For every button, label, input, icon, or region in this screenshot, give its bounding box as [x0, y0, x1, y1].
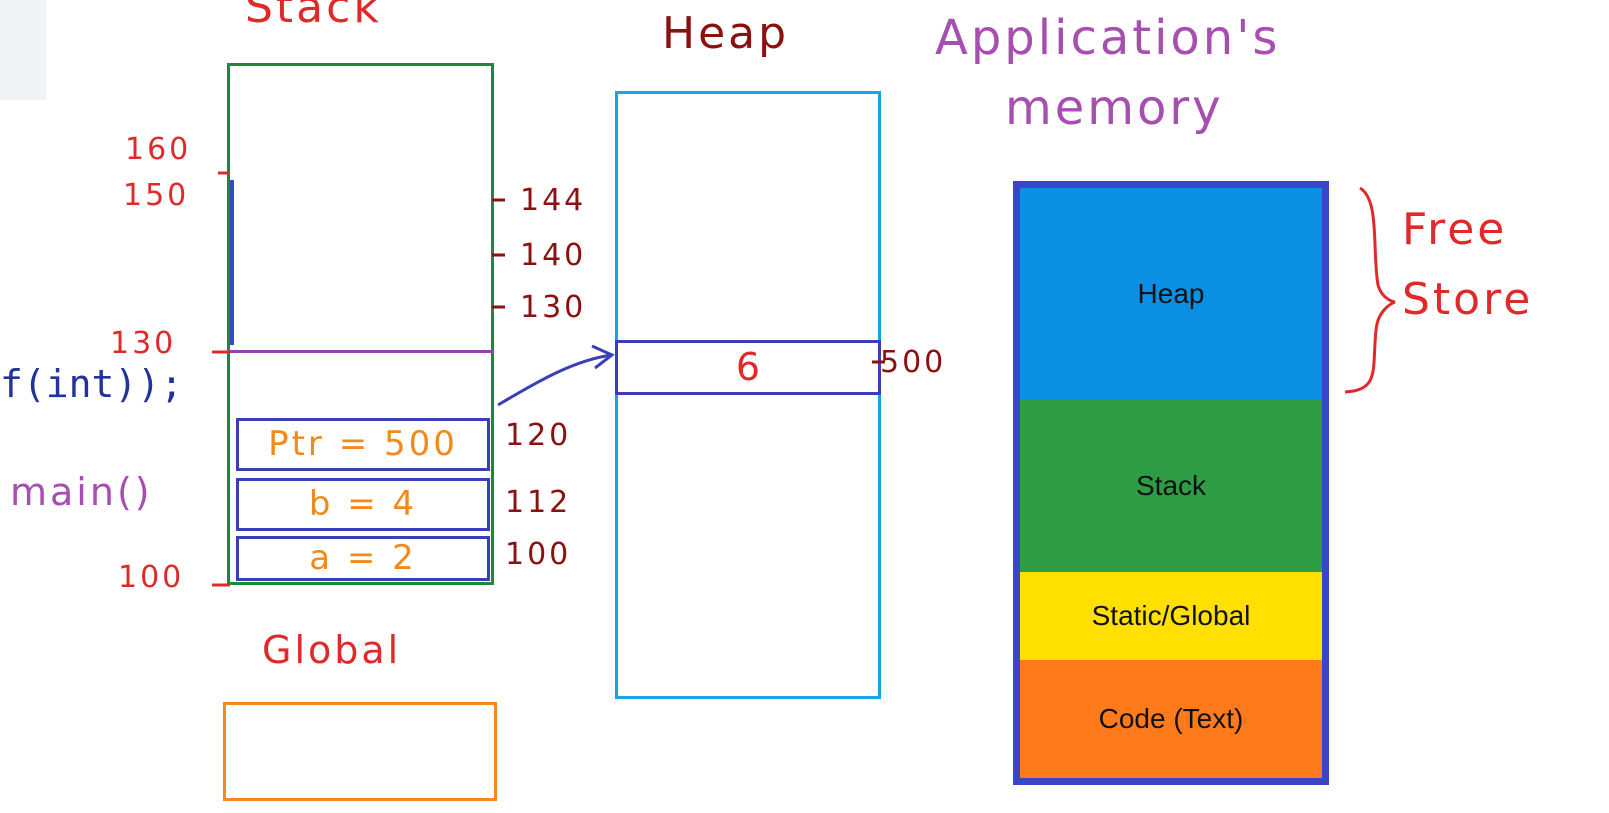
stack-address-left-130: 130: [110, 326, 177, 361]
stack-address-right-120: 120: [505, 418, 572, 453]
stack-address-left-150: 150: [123, 178, 190, 213]
segment-static-global: Static/Global: [1020, 572, 1322, 660]
segment-code-label: Code (Text): [1098, 703, 1244, 734]
stack-address-left-160: 160: [125, 132, 192, 167]
segment-static-global-label: Static/Global: [1091, 600, 1251, 631]
stack-address-left-100: 100: [118, 560, 185, 595]
application-memory-title: Application's: [935, 10, 1281, 66]
stack-address-right-130: 130: [520, 290, 587, 325]
segment-stack-label: Stack: [1135, 470, 1207, 501]
stack-address-right-100: 100: [505, 537, 572, 572]
segment-heap: Heap: [1020, 188, 1322, 400]
stack-cell-b: b = 4: [236, 478, 490, 531]
stack-address-right-144: 144: [520, 183, 587, 218]
segment-stack: Stack: [1020, 400, 1322, 572]
stack-frame-boundary: [227, 350, 494, 353]
code-fragment: f(int));: [0, 362, 184, 406]
heap-box: [615, 91, 881, 699]
heap-title: Heap: [662, 8, 790, 59]
global-box: [223, 702, 497, 801]
stack-title: Stack: [245, 0, 382, 33]
application-memory-title-line2: memory: [1005, 80, 1224, 136]
heap-cell-address: 500: [880, 345, 947, 380]
stack-box: [227, 63, 494, 585]
main-frame-label: main(): [10, 470, 153, 514]
free-store-label: Free Store: [1402, 204, 1534, 325]
stack-address-right-112: 112: [505, 485, 572, 520]
segment-heap-label: Heap: [1137, 278, 1205, 309]
stack-cell-ptr: Ptr = 500: [236, 418, 490, 471]
stack-cell-a: a = 2: [236, 536, 490, 581]
segment-code: Code (Text): [1020, 660, 1322, 778]
memory-layout: Heap Stack Static/Global Code (Text): [1013, 181, 1329, 785]
global-title: Global: [262, 628, 402, 672]
ui-corner-patch: [0, 0, 46, 100]
stack-address-right-140: 140: [520, 238, 587, 273]
heap-cell: 6: [615, 340, 881, 395]
